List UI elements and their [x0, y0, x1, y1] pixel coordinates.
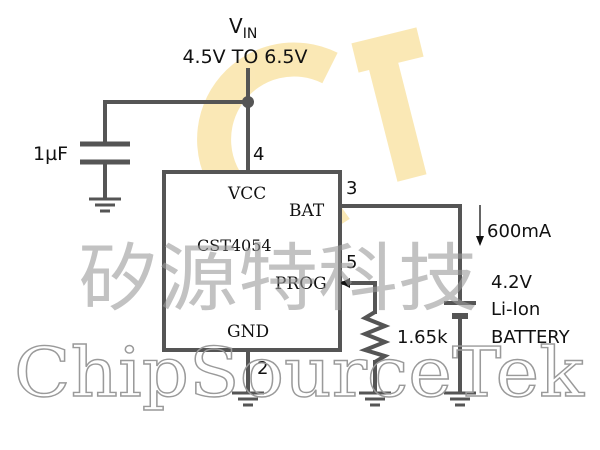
- junction-dot: [242, 96, 254, 108]
- current-arrow: [476, 205, 484, 246]
- ground-symbols: [89, 197, 476, 407]
- cap-value-label: 1µF: [33, 143, 68, 165]
- ground-icon: [232, 391, 264, 407]
- ground-icon: [444, 391, 476, 407]
- pin-number-bat: 3: [346, 178, 357, 199]
- vin-label: VIN: [229, 14, 257, 42]
- pin-label-vcc: VCC: [227, 184, 266, 204]
- prog-arrow: [340, 278, 350, 288]
- labels: VIN 4.5V TO 6.5V 1µF 4 3 5 2 VCC BAT CST…: [33, 14, 571, 379]
- pin-label-prog: PROG: [275, 274, 327, 294]
- input-capacitor: [80, 141, 130, 165]
- li-ion-battery: [444, 301, 476, 319]
- vin-range-label: 4.5V TO 6.5V: [182, 46, 307, 68]
- battery-name-label: BATTERY: [491, 327, 571, 348]
- battery-voltage-label: 4.2V: [491, 272, 533, 293]
- pin-label-gnd: GND: [227, 322, 269, 342]
- english-watermark: ChipSourceTek: [14, 334, 585, 413]
- charge-current-label: 600mA: [487, 221, 552, 242]
- pin-number-gnd: 2: [257, 358, 268, 379]
- pin-number-prog: 5: [346, 252, 357, 273]
- pin-number-vcc: 4: [253, 144, 264, 165]
- chip-name: CST4054: [197, 236, 272, 255]
- resistor-value-label: 1.65k: [397, 327, 448, 348]
- ground-icon: [359, 391, 391, 407]
- battery-type-label: Li-Ion: [491, 299, 540, 320]
- chip-body: [162, 170, 342, 352]
- chinese-watermark: 矽源特科技: [78, 236, 478, 322]
- prog-resistor: [358, 310, 391, 364]
- logo-t-shape: [351, 27, 427, 182]
- pin-label-bat: BAT: [289, 201, 325, 221]
- ground-icon: [89, 197, 121, 213]
